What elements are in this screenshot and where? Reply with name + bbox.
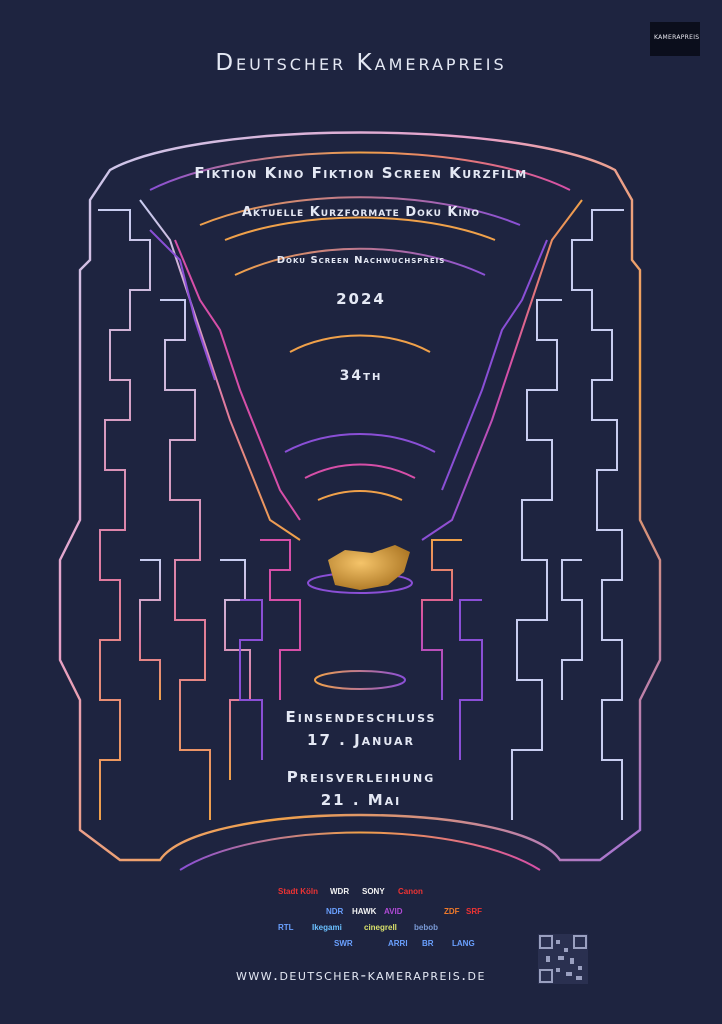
- edition-label: 34th: [339, 368, 383, 384]
- sponsor-logo: NDR: [326, 907, 344, 916]
- sponsor-logo: RTL: [278, 923, 294, 932]
- sponsor-logo: Ikegami: [312, 923, 342, 932]
- sponsor-logo: SWR: [334, 939, 353, 948]
- sponsor-logo: HAWK: [352, 907, 377, 916]
- page-title: Deutscher Kamerapreis: [215, 50, 507, 76]
- logo-label: KAMERAPREIS: [654, 34, 700, 41]
- deadline-date: 17 . Januar: [307, 731, 415, 749]
- sponsor-logo: SRF: [466, 907, 482, 916]
- sponsor-logo: BR: [422, 939, 434, 948]
- ceremony-label: Preisverleihung: [286, 768, 436, 786]
- sponsor-logos: Stadt Köln WDR SONY Canon NDR HAWK AVID …: [268, 885, 488, 951]
- camera-trophy: [307, 545, 413, 690]
- sponsor-logo: cinegrell: [364, 923, 397, 932]
- category-line-2: Aktuelle Kurzformate Doku Kino: [241, 205, 481, 220]
- sponsor-logo: SONY: [362, 887, 385, 896]
- right-circuitry-purple: [441, 239, 548, 760]
- right-circuitry: [511, 209, 624, 820]
- ceremony-date: 21 . Mai: [320, 791, 402, 809]
- sponsor-logo: WDR: [330, 887, 350, 896]
- left-circuitry-purple: [149, 229, 263, 760]
- deadline-label: Einsendeschluss: [285, 708, 437, 726]
- year-label: 2024: [336, 290, 386, 308]
- sponsor-logo: AVID: [384, 907, 403, 916]
- kamerapreis-logo: KAMERAPREIS: [650, 22, 700, 56]
- qr-code[interactable]: [538, 934, 588, 984]
- right-circuitry-accent: [421, 199, 583, 700]
- category-line-1: Fiktion Kino Fiktion Screen Kurzfilm: [194, 164, 528, 182]
- sponsor-logo: bebob: [414, 923, 438, 932]
- left-circuitry: [98, 199, 301, 820]
- sponsor-logo: ARRI: [388, 939, 408, 948]
- sponsor-logo: Stadt Köln: [278, 887, 318, 896]
- website-link[interactable]: www.deutscher-kamerapreis.de: [236, 966, 486, 984]
- left-circuitry-accent: [174, 239, 301, 700]
- sponsor-logo: ZDF: [444, 907, 460, 916]
- sponsor-logo: Canon: [398, 887, 423, 896]
- category-line-3: Doku Screen Nachwuchspreis: [276, 255, 446, 266]
- sponsor-logo: LANG: [452, 939, 475, 948]
- outer-frame: [58, 131, 662, 862]
- arc-stack: [149, 151, 571, 871]
